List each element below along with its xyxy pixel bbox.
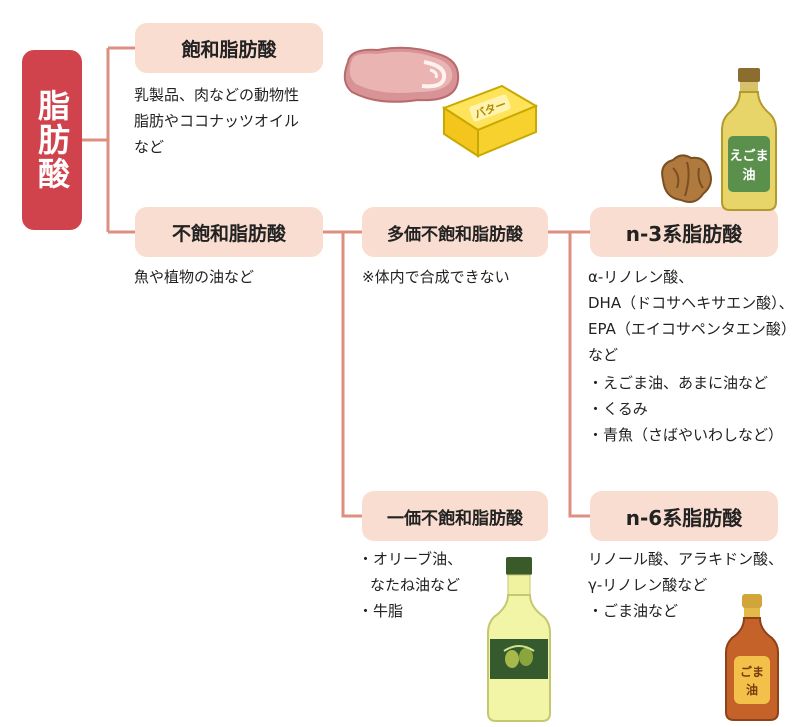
walnut-icon — [661, 154, 712, 203]
n3-fatty-acid-box: n-3系脂肪酸 — [590, 207, 778, 257]
goma-label-line1: ごま — [740, 664, 764, 679]
monounsaturated-fatty-acid-box: 一価不飽和脂肪酸 — [362, 491, 548, 541]
n3-description: α-リノレン酸、 DHA（ドコサヘキサエン酸）、 EPA（エイコサペンタエン酸）… — [588, 268, 796, 364]
butter-icon: バター — [441, 84, 539, 158]
saturated-fatty-acid-box: 飽和脂肪酸 — [135, 23, 323, 73]
egoma-label-line2: 油 — [742, 167, 755, 183]
n3-foods: ・えごま油、あまに油など ・くるみ ・青魚（さばやいわしなど） — [588, 374, 784, 444]
n6-description: リノール酸、アラキドン酸、 γ-リノレン酸など — [588, 550, 784, 594]
root-fatty-acid: 脂肪酸 — [22, 50, 82, 230]
unsaturated-description: 魚や植物の油など — [134, 268, 255, 286]
egoma-oil-bottle-icon: えごま 油 — [721, 68, 777, 211]
monounsaturated-description: ・オリーブ油、 なたね油など ・牛脂 — [358, 550, 463, 620]
polyunsaturated-fatty-acid-box: 多価不飽和脂肪酸 — [362, 207, 548, 257]
n6-fatty-acid-box: n-6系脂肪酸 — [590, 491, 778, 541]
polyunsaturated-note: ※体内で合成できない — [362, 268, 510, 286]
n6-foods: ・ごま油など — [588, 602, 679, 620]
meat-icon — [343, 46, 460, 103]
egoma-label-line1: えごま — [729, 148, 768, 164]
sesame-oil-bottle-icon: ごま 油 — [725, 594, 779, 721]
olive-oil-bottle-icon — [487, 557, 551, 722]
goma-label-line2: 油 — [746, 682, 758, 697]
unsaturated-fatty-acid-box: 不飽和脂肪酸 — [135, 207, 323, 257]
saturated-description: 乳製品、肉などの動物性 脂肪やココナッツオイル など — [134, 86, 300, 156]
